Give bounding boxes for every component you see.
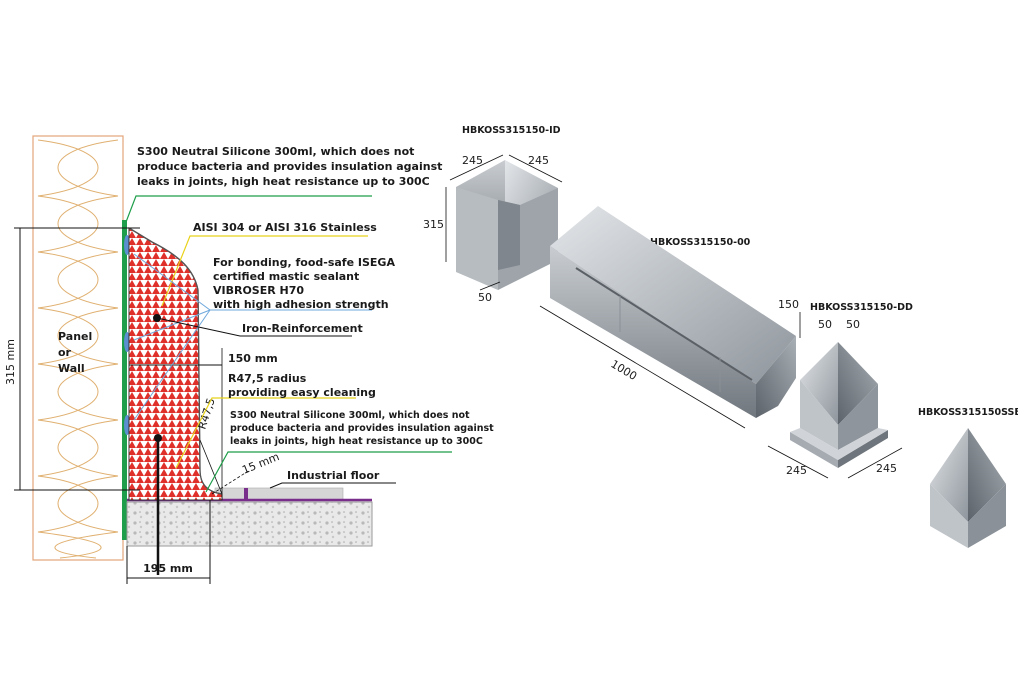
- callout-radius: providing easy cleaning: [228, 386, 376, 399]
- callout-sealant: certified mastic sealant: [213, 270, 359, 283]
- insulation-pattern: [37, 139, 119, 559]
- callout-reinforcement: Iron-Reinforcement: [242, 322, 363, 335]
- dim-label: 245: [786, 464, 807, 477]
- callout-silicone-top: leaks in joints, high heat resistance up…: [137, 175, 430, 188]
- dim-label: 50: [846, 318, 860, 331]
- callout-silicone-bottom: produce bacteria and provides insulation…: [230, 423, 494, 434]
- outer-corner-right-top: [838, 342, 878, 425]
- floor-fixing: [244, 488, 248, 500]
- callout-radius: R47,5 radius: [228, 372, 307, 385]
- floor-finish: [214, 487, 344, 501]
- dim-label: 245: [528, 154, 549, 167]
- product-code: HBKOSS315150-ID: [462, 125, 561, 136]
- cross-section: 315 mm 150 mm 195 mm R47,5 15 mm Panel o…: [4, 135, 494, 584]
- straight-top-slope: [550, 206, 796, 384]
- end-cap-left-wall: [930, 484, 968, 548]
- dim-depth-label: 150 mm: [228, 352, 278, 365]
- callout-silicone-bottom: S300 Neutral Silicone 300ml, which does …: [230, 410, 470, 421]
- outer-corner-base-right: [838, 430, 888, 468]
- callout-silicone-top: S300 Neutral Silicone 300ml, which does …: [137, 145, 414, 158]
- inner-corner-curve: [498, 200, 520, 270]
- callout-sealant: For bonding, food-safe ISEGA: [213, 256, 395, 269]
- dim-line: [479, 281, 501, 291]
- dim-label: 150: [778, 298, 799, 311]
- callout-stainless: AISI 304 or AISI 316 Stainless: [193, 221, 377, 234]
- dim-label: 50: [478, 291, 492, 304]
- leader-floor: [269, 482, 396, 489]
- leader-reinforcement: [156, 317, 352, 337]
- leader-sealant: [133, 309, 211, 421]
- callout-silicone-top: produce bacteria and provides insulation…: [137, 160, 442, 173]
- panel-label-line: Panel: [58, 330, 92, 343]
- dim-label: 1000: [608, 357, 639, 383]
- outer-corner-base-top: [790, 428, 888, 460]
- end-cap-right-wall: [968, 484, 1006, 548]
- wall-panel: [32, 135, 124, 561]
- straight-front-face: [550, 246, 756, 418]
- dim-base-label: 195 mm: [143, 562, 193, 575]
- silicone-strip: [122, 220, 127, 540]
- dim-height-label: 315 mm: [4, 339, 17, 385]
- leader-stainless: [161, 235, 368, 307]
- dim-line: [539, 305, 746, 429]
- callout-floor: Industrial floor: [287, 469, 380, 482]
- product-code: HBKOSS315150-00: [650, 237, 751, 248]
- leader-silicone-bottom: [205, 451, 452, 493]
- gap-dim-line: [211, 469, 251, 495]
- straight-groove: [575, 267, 753, 381]
- callout-sealant: VIBROSER H70: [213, 284, 304, 297]
- radius-dim-line: [199, 439, 223, 495]
- product-end-cap: HBKOSS315150SSB: [918, 407, 1018, 548]
- gap-label: 15 mm: [240, 450, 281, 477]
- dim-label: 245: [876, 462, 897, 475]
- product-outer-corner: HBKOSS315150-DD 50 50 245 245: [767, 302, 913, 479]
- product-inner-corner: HBKOSS315150-ID 245 245 315 50: [423, 125, 563, 304]
- concrete-slab: [126, 501, 373, 547]
- callout-sealant: with high adhesion strength: [213, 298, 389, 311]
- product-code: HBKOSS315150-DD: [810, 302, 913, 313]
- dim-line: [508, 154, 563, 183]
- leader-sealant: [133, 309, 211, 341]
- inner-corner-outer-left: [456, 187, 498, 290]
- callout-silicone-bottom: leaks in joints, high heat resistance up…: [230, 436, 483, 447]
- dim-line: [449, 154, 504, 181]
- leader-silicone-top: [125, 195, 372, 223]
- product-straight: HBKOSS315150-00 1000 150: [539, 206, 801, 429]
- outer-corner-left-top: [800, 342, 838, 425]
- outer-corner-base-left: [790, 432, 838, 468]
- outer-corner-left-wall: [800, 380, 838, 450]
- dim-line: [847, 447, 903, 479]
- leader-radius: [175, 397, 356, 469]
- stainless-skin: [128, 227, 223, 495]
- panel-label-line: or: [58, 346, 72, 359]
- product-code: HBKOSS315150SSB: [918, 407, 1018, 418]
- dim-line: [767, 445, 829, 479]
- straight-end-face: [756, 336, 796, 418]
- end-cap-left-top: [930, 428, 968, 522]
- panel-label-line: Wall: [58, 362, 85, 375]
- dim-label: 245: [462, 154, 483, 167]
- dim-label: 315: [423, 218, 444, 231]
- end-cap-right-top: [968, 428, 1006, 522]
- dim-label: 50: [818, 318, 832, 331]
